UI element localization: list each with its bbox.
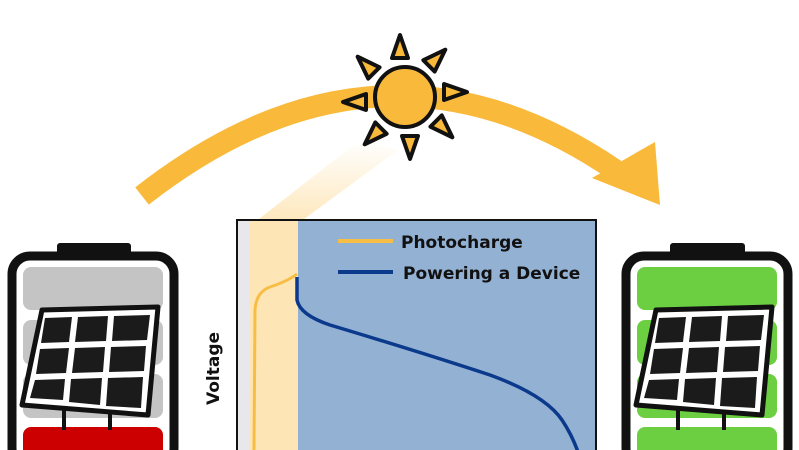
sun-icon (341, 33, 469, 161)
voltage-chart: Photocharge Powering a Device Voltage (204, 219, 597, 450)
photocharge-line (252, 272, 298, 450)
light-beam (255, 140, 398, 222)
solar-panel-icon (19, 304, 161, 430)
powering-line (295, 277, 580, 450)
legend-photocharge-label: Photocharge (401, 233, 523, 253)
legend-powering-label: Powering a Device (403, 264, 580, 284)
y-axis-label: Voltage (204, 332, 224, 405)
solar-panel-icon (633, 304, 775, 430)
low-charge-segment (23, 427, 163, 450)
photocharge-band (250, 220, 298, 450)
